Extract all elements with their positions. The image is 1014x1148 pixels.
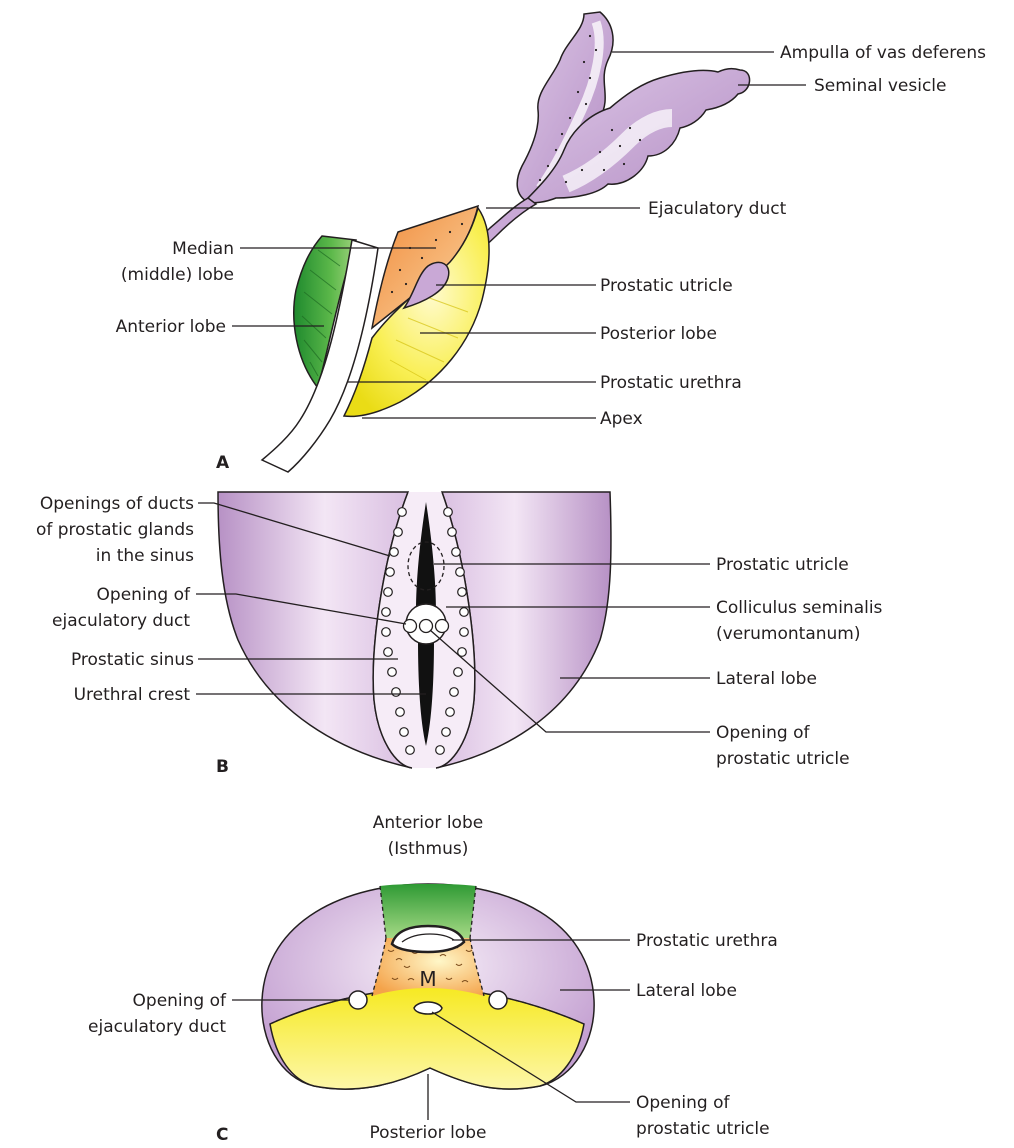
- label-median-lobe-2: (middle) lobe: [121, 265, 234, 285]
- label-prostatic-urethra-c: Prostatic urethra: [636, 931, 778, 951]
- ejaculatory-duct-opening-c-right: [489, 991, 507, 1009]
- label-opening-utricle-b-2: prostatic utricle: [716, 749, 850, 769]
- label-apex: Apex: [600, 409, 643, 429]
- label-openings-ducts-1: Openings of ducts: [40, 494, 194, 514]
- label-anterior-lobe-c-1: Anterior lobe: [373, 813, 483, 833]
- label-colliculus-2: (verumontanum): [716, 624, 860, 644]
- label-opening-ejac-c-2: ejaculatory duct: [88, 1017, 226, 1037]
- label-urethral-crest: Urethral crest: [74, 685, 191, 705]
- label-colliculus-1: Colliculus seminalis: [716, 598, 883, 618]
- label-prostatic-utricle-b: Prostatic utricle: [716, 555, 849, 575]
- utricle-opening-c: [414, 1002, 442, 1014]
- ejaculatory-duct-opening-left: [404, 620, 417, 633]
- label-prostatic-utricle-a: Prostatic utricle: [600, 276, 733, 296]
- ejaculatory-duct-opening-c-left: [349, 991, 367, 1009]
- label-posterior-lobe-a: Posterior lobe: [600, 324, 717, 344]
- label-prostatic-urethra-a: Prostatic urethra: [600, 373, 742, 393]
- label-anterior-lobe-a: Anterior lobe: [116, 317, 226, 337]
- label-opening-ejac-b-1: Opening of: [97, 585, 191, 605]
- label-seminal-vesicle: Seminal vesicle: [814, 76, 946, 96]
- label-opening-ejac-b-2: ejaculatory duct: [52, 611, 190, 631]
- median-lobe-mark: M: [419, 967, 436, 991]
- label-ampulla: Ampulla of vas deferens: [780, 43, 986, 63]
- panel-letter-a: A: [216, 453, 230, 473]
- panel-c: M Anterior lobe (Isthmus) Prostatic uret…: [88, 813, 778, 1145]
- label-ejaculatory-duct: Ejaculatory duct: [648, 199, 787, 219]
- panel-letter-c: C: [216, 1125, 228, 1145]
- panel-letter-b: B: [216, 757, 229, 777]
- panel-b: Openings of ducts of prostatic glands in…: [36, 492, 883, 777]
- ejaculatory-duct-opening-right: [436, 620, 449, 633]
- panel-a: Ampulla of vas deferens Seminal vesicle …: [116, 12, 987, 473]
- label-lateral-lobe-c: Lateral lobe: [636, 981, 737, 1001]
- label-opening-utricle-c-1: Opening of: [636, 1093, 730, 1113]
- label-openings-ducts-3: in the sinus: [96, 546, 194, 566]
- label-lateral-lobe-b: Lateral lobe: [716, 669, 817, 689]
- label-posterior-lobe-c: Posterior lobe: [370, 1123, 487, 1143]
- label-prostatic-sinus: Prostatic sinus: [71, 650, 194, 670]
- label-openings-ducts-2: of prostatic glands: [36, 520, 194, 540]
- label-anterior-lobe-c-2: (Isthmus): [388, 839, 469, 859]
- label-opening-utricle-b-1: Opening of: [716, 723, 810, 743]
- label-opening-ejac-c-1: Opening of: [133, 991, 227, 1011]
- label-median-lobe-1: Median: [172, 239, 234, 259]
- label-opening-utricle-c-2: prostatic utricle: [636, 1119, 770, 1139]
